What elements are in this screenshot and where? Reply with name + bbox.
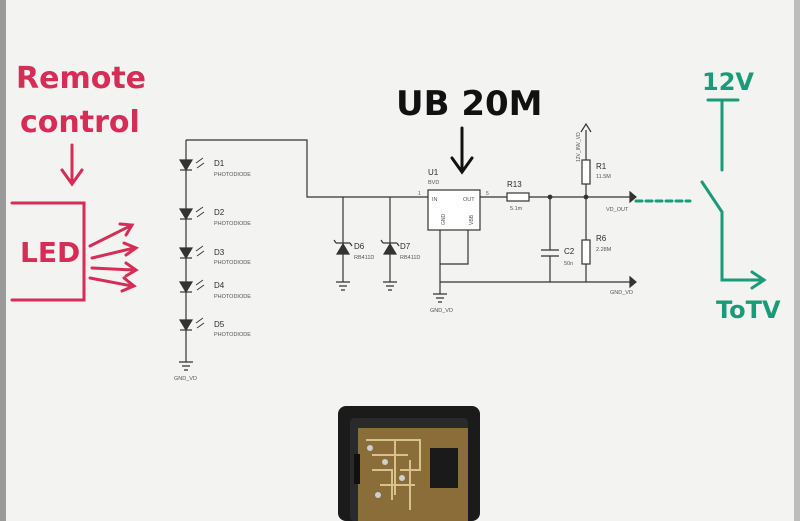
switch-blade	[700, 180, 724, 214]
d7-label: D7	[400, 242, 411, 251]
d5-type: PHOTODIODE	[214, 332, 251, 338]
chip-name-text: UB 20M	[396, 84, 543, 124]
supply-label: 12V_INV_VD	[576, 132, 582, 162]
case-clip-left	[354, 454, 360, 484]
switch-annotation: 12V ToTV	[634, 68, 781, 324]
chip-down-arrow	[450, 126, 474, 175]
u1-pin-out: OUT	[463, 197, 475, 203]
u1-pin1: 1	[418, 191, 421, 197]
led-box	[10, 201, 86, 302]
u1-ref: U1	[428, 168, 439, 177]
d5-label: D5	[214, 320, 225, 329]
zener-symbols	[333, 239, 400, 255]
d2-label: D2	[214, 208, 225, 217]
r13-ref: R13	[507, 180, 522, 189]
u1-box	[427, 189, 481, 231]
r6-ref: R6	[596, 234, 607, 243]
pcb-component	[430, 448, 458, 488]
r1-ref: R1	[596, 162, 607, 171]
board-right-edge	[794, 0, 800, 521]
remote-control-annotation: Remote control LED	[10, 61, 146, 302]
photodiode-light-arrows	[195, 157, 205, 329]
gnd-right-label: GND_VD	[610, 290, 633, 296]
d4-type: PHOTODIODE	[214, 294, 251, 300]
remote-down-arrow	[60, 143, 84, 187]
gnd-left-label: GND_VD	[174, 376, 197, 382]
vd-out-arrow	[629, 190, 637, 204]
led-text: LED	[20, 236, 80, 269]
c2-value: 50n	[564, 261, 573, 267]
u1-pin-in: IN	[432, 197, 438, 203]
d3-label: D3	[214, 248, 225, 257]
d6-type: RB411D	[354, 255, 374, 261]
d7-ground	[383, 281, 397, 291]
pcb-pad-4	[375, 492, 381, 498]
switch-output	[720, 210, 767, 290]
u1-pin-vbb: VBB	[469, 214, 475, 225]
r13-value: 5.1m	[510, 206, 523, 212]
d3-type: PHOTODIODE	[214, 260, 251, 266]
v12-text: 12V	[702, 68, 754, 96]
d2-type: PHOTODIODE	[214, 221, 251, 227]
r1-symbol	[581, 159, 591, 185]
d6-ground	[336, 281, 350, 291]
to-tv-text: ToTV	[716, 296, 781, 324]
u1-ground	[433, 293, 447, 303]
schematic-labels: D1 PHOTODIODE D2 PHOTODIODE D3 PHOTODIOD…	[174, 132, 633, 382]
board-left-edge	[0, 0, 6, 521]
pcb-pad-3	[399, 475, 405, 481]
left-ground-symbol	[179, 361, 193, 371]
led-rays	[88, 222, 140, 293]
gnd-u1-label: GND_VD	[430, 308, 453, 314]
schematic	[178, 122, 637, 371]
r6-symbol	[581, 239, 591, 265]
chip-annotation: UB 20M	[396, 84, 543, 175]
c2-wire	[541, 197, 559, 282]
r13-symbol	[506, 192, 530, 202]
supply-arrow	[580, 122, 592, 133]
u1-pin5: 5	[486, 191, 489, 197]
d6-label: D6	[354, 242, 365, 251]
pcb-traces	[366, 439, 421, 510]
vd-out-label: VD_OUT	[606, 207, 629, 213]
ground-rail-arrow	[629, 275, 637, 289]
u1-value: BVD	[428, 180, 439, 186]
device-photo	[338, 406, 480, 521]
pcb-pad-2	[382, 459, 388, 465]
control-text: control	[20, 105, 140, 140]
pcb-pad-1	[367, 445, 373, 451]
u1-pin-gnd: GND	[441, 214, 447, 226]
remote-text: Remote	[16, 61, 146, 96]
d7-type: RB411D	[400, 255, 420, 261]
r1-value: 11.5M	[596, 174, 611, 180]
c2-ref: C2	[564, 247, 575, 256]
u1-vbb-pin	[440, 230, 469, 265]
d1-type: PHOTODIODE	[214, 172, 251, 178]
photodiode-symbols	[178, 159, 194, 332]
d1-label: D1	[214, 159, 225, 168]
r6-value: 2.28M	[596, 247, 612, 253]
d4-label: D4	[214, 281, 225, 290]
top-wire	[186, 139, 428, 198]
